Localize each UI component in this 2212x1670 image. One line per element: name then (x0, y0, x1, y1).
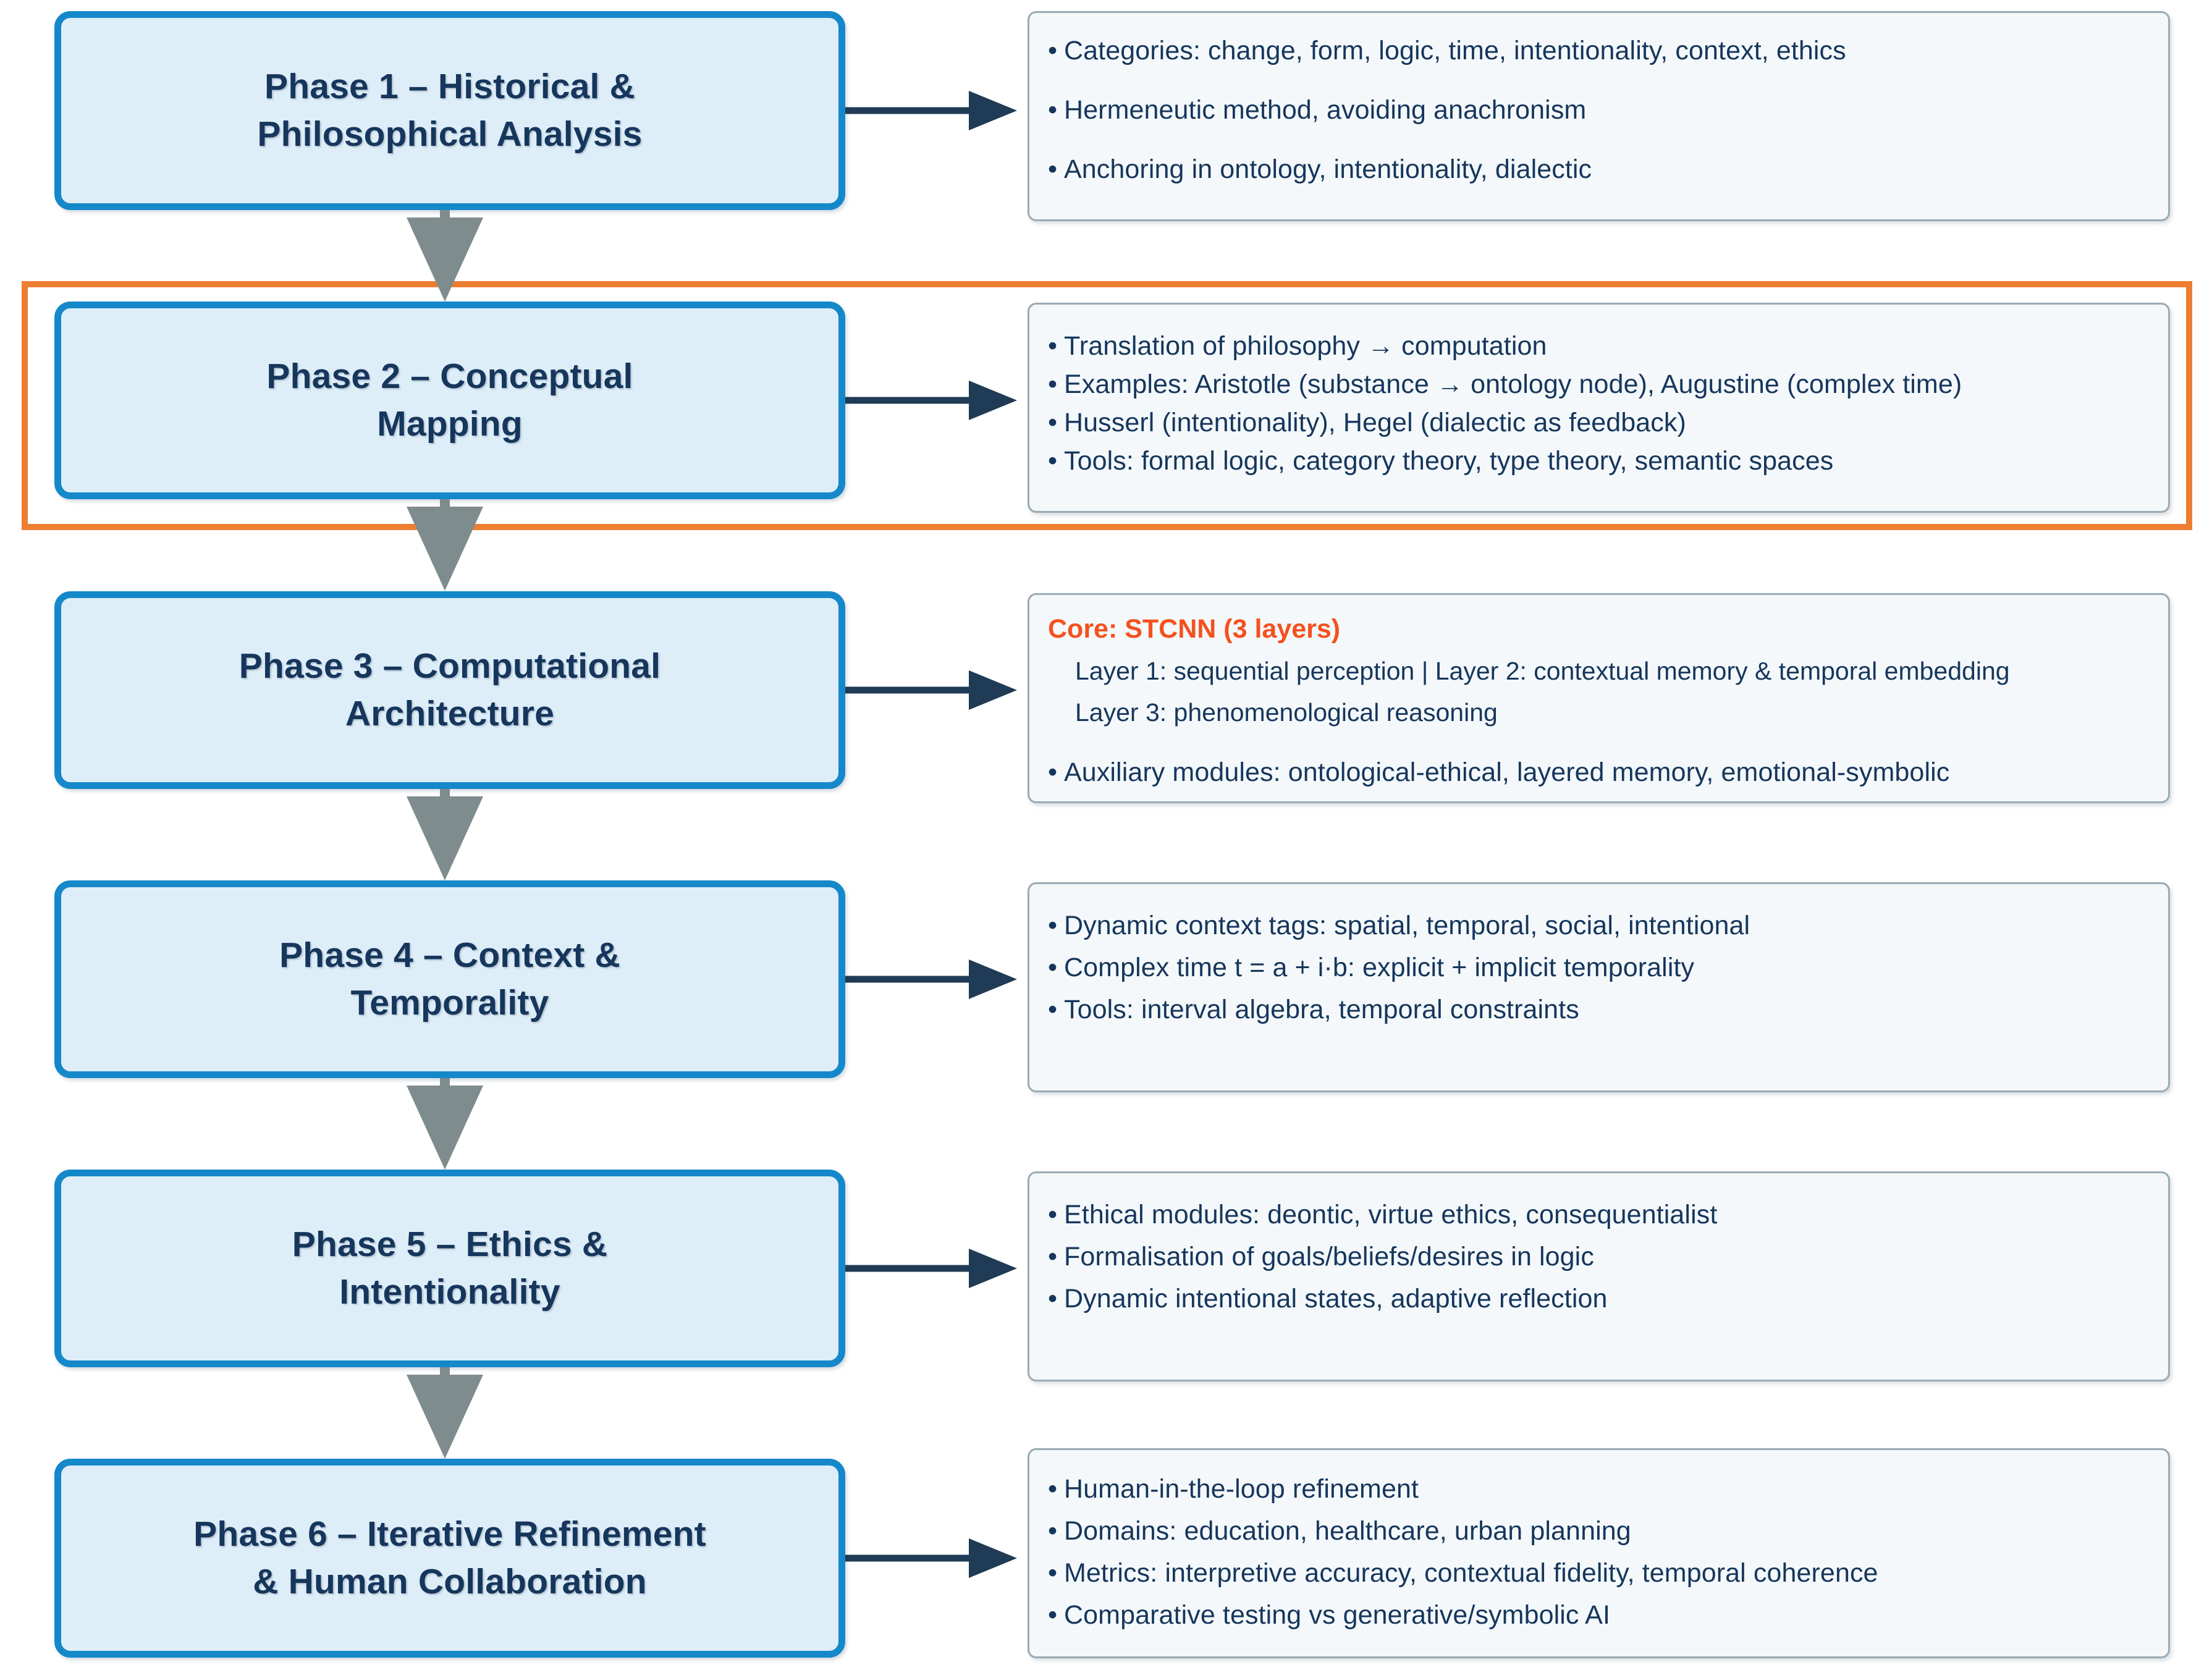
detail-box-3: Core: STCNN (3 layers) Layer 1: sequenti… (1028, 593, 2170, 803)
flow-connector-1-2 (407, 204, 483, 302)
phase-title-6: Phase 6 – Iterative Refinement & Human C… (193, 1514, 706, 1601)
phase-title-4: Phase 4 – Context & Temporality (279, 935, 620, 1023)
bullet-text: Hermeneutic method, avoiding anachronism (1064, 95, 1587, 125)
bullet-item: • Human-in-the-loop refinement (1048, 1472, 2150, 1507)
detail-box-6: • Human-in-the-loop refinement • Domains… (1028, 1448, 2170, 1658)
flow-connector-5-6 (407, 1361, 483, 1459)
phase-box-2[interactable]: Phase 2 – Conceptual Mapping (54, 302, 845, 499)
bullet-dot-icon: • (1048, 952, 1058, 982)
phase-box-5[interactable]: Phase 5 – Ethics & Intentionality (54, 1170, 845, 1367)
bullet-item: • Dynamic intentional states, adaptive r… (1048, 1282, 2150, 1317)
bullet-item: • Comparative testing vs generative/symb… (1048, 1598, 2150, 1633)
bullet-text: Dynamic context tags: spatial, temporal,… (1064, 911, 1750, 940)
bullet-item: • Husserl (intentionality), Hegel (diale… (1048, 406, 2150, 441)
phase-box-3[interactable]: Phase 3 – Computational Architecture (54, 591, 845, 789)
flow-connector-2-3 (407, 493, 483, 591)
bullet-dot-icon: • (1048, 95, 1058, 125)
detail-box-1: • Categories: change, form, logic, time,… (1028, 11, 2170, 221)
bullet-item: • Complex time t = a + i·b: explicit + i… (1048, 951, 2150, 985)
core-layer-line: Layer 3: phenomenological reasoning (1075, 698, 1498, 727)
phase-title-3: Phase 3 – Computational Architecture (239, 646, 661, 733)
bullet-dot-icon: • (1048, 1200, 1058, 1229)
bullet-dot-icon: • (1048, 154, 1058, 184)
connector-arrow-2 (845, 381, 1017, 420)
core-layer-line: Layer 1: sequential perception | Layer 2… (1075, 657, 2010, 686)
bullet-item: • Ethical modules: deontic, virtue ethic… (1048, 1198, 2150, 1233)
bullet-text: Auxiliary modules: ontological-ethical, … (1064, 757, 1950, 787)
bullet-dot-icon: • (1048, 911, 1058, 940)
bullet-item: • Auxiliary modules: ontological-ethical… (1048, 756, 2150, 790)
bullet-text: Categories: change, form, logic, time, i… (1064, 36, 1846, 65)
bullet-text: Dynamic intentional states, adaptive ref… (1064, 1283, 1608, 1314)
phase-box-4[interactable]: Phase 4 – Context & Temporality (54, 880, 845, 1078)
bullet-dot-icon: • (1048, 1283, 1058, 1314)
bullet-text: Comparative testing vs generative/symbol… (1064, 1600, 1611, 1630)
bullet-dot-icon: • (1048, 1516, 1058, 1546)
bullet-text: Ethical modules: deontic, virtue ethics,… (1064, 1200, 1718, 1229)
bullet-item: • Tools: formal logic, category theory, … (1048, 444, 2150, 479)
connector-arrow-5 (845, 1249, 1017, 1288)
bullet-dot-icon: • (1048, 1474, 1058, 1504)
bullet-item: • Domains: education, healthcare, urban … (1048, 1514, 2150, 1549)
bullet-item: • Translation of philosophy → computatio… (1048, 329, 2150, 364)
phase-box-1[interactable]: Phase 1 – Historical & Philosophical Ana… (54, 11, 845, 210)
bullet-dot-icon: • (1048, 1558, 1058, 1588)
connector-arrow-3 (845, 670, 1017, 710)
bullet-dot-icon: • (1048, 36, 1058, 65)
bullet-item: • Formalisation of goals/beliefs/desires… (1048, 1240, 2150, 1275)
bullet-dot-icon: • (1048, 445, 1058, 476)
bullet-text: Examples: Aristotle (substance → ontolog… (1064, 369, 1962, 399)
detail-box-5: • Ethical modules: deontic, virtue ethic… (1028, 1171, 2170, 1381)
bullet-item: • Hermeneutic method, avoiding anachroni… (1048, 93, 2150, 128)
bullet-item: • Examples: Aristotle (substance → ontol… (1048, 368, 2150, 402)
bullet-dot-icon: • (1048, 1600, 1058, 1630)
bullet-text: Metrics: interpretive accuracy, contextu… (1064, 1558, 1878, 1588)
detail-box-4: • Dynamic context tags: spatial, tempora… (1028, 882, 2170, 1092)
bullet-item: • Metrics: interpretive accuracy, contex… (1048, 1556, 2150, 1591)
connector-arrow-1 (845, 91, 1017, 130)
bullet-text: Domains: education, healthcare, urban pl… (1064, 1516, 1631, 1546)
bullet-text: Formalisation of goals/beliefs/desires i… (1064, 1241, 1594, 1271)
flow-connector-4-5 (407, 1072, 483, 1170)
bullet-item: • Dynamic context tags: spatial, tempora… (1048, 909, 2150, 943)
bullet-item: • Categories: change, form, logic, time,… (1048, 34, 2150, 69)
flow-connector-3-4 (407, 783, 483, 880)
bullet-text: Complex time t = a + i·b: explicit + imp… (1064, 952, 1695, 982)
bullet-dot-icon: • (1048, 331, 1058, 361)
bullet-text: Tools: interval algebra, temporal constr… (1064, 994, 1579, 1024)
phase-title-5: Phase 5 – Ethics & Intentionality (292, 1225, 608, 1312)
bullet-dot-icon: • (1048, 757, 1058, 787)
core-stcnn-heading: Core: STCNN (3 layers) (1048, 614, 1341, 644)
connector-arrow-6 (845, 1538, 1017, 1578)
bullet-text: Translation of philosophy → computation (1064, 331, 1547, 361)
bullet-dot-icon: • (1048, 994, 1058, 1024)
detail-box-2: • Translation of philosophy → computatio… (1028, 303, 2170, 513)
bullet-text: Husserl (intentionality), Hegel (dialect… (1064, 407, 1686, 437)
bullet-dot-icon: • (1048, 369, 1058, 399)
bullet-dot-icon: • (1048, 407, 1058, 437)
bullet-text: Anchoring in ontology, intentionality, d… (1064, 154, 1592, 184)
connector-arrow-4 (845, 959, 1017, 999)
phase-box-6[interactable]: Phase 6 – Iterative Refinement & Human C… (54, 1459, 845, 1658)
bullet-text: Human-in-the-loop refinement (1064, 1474, 1419, 1504)
bullet-item: • Anchoring in ontology, intentionality,… (1048, 153, 2150, 187)
phase-title-2: Phase 2 – Conceptual Mapping (266, 356, 633, 444)
phase-title-1: Phase 1 – Historical & Philosophical Ana… (257, 67, 643, 154)
phase-2-highlight-rect (22, 281, 2192, 530)
bullet-dot-icon: • (1048, 1241, 1058, 1271)
bullet-item: • Tools: interval algebra, temporal cons… (1048, 993, 2150, 1027)
bullet-text: Tools: formal logic, category theory, ty… (1064, 445, 1834, 476)
